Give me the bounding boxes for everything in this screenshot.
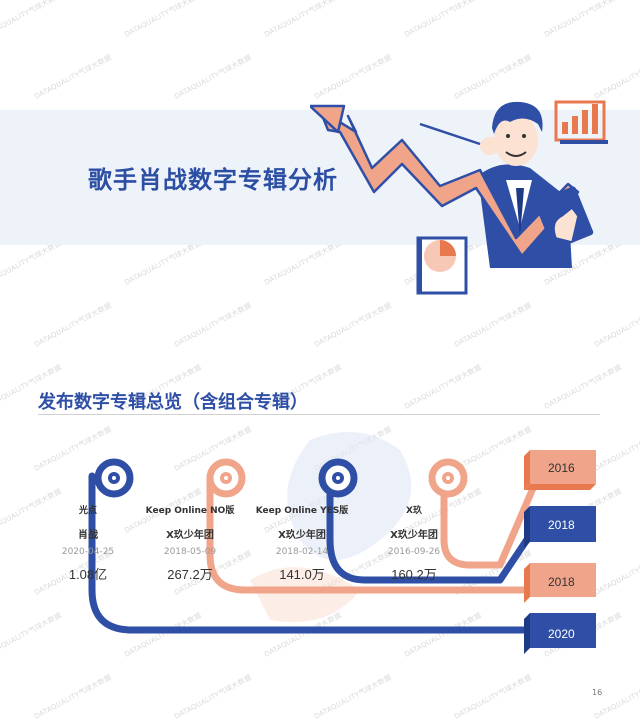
watermark-text: DATAQUALITY气球大数据	[543, 0, 623, 39]
watermark-text: DATAQUALITY气球大数据	[403, 363, 483, 411]
album-release-date: 2016-09-26	[387, 547, 441, 557]
year-label-2018-b: 2018	[548, 575, 575, 589]
year-tag-2016	[524, 450, 596, 490]
album-sales: 1.08亿	[68, 567, 108, 582]
watermark-text: DATAQUALITY气球大数据	[543, 363, 623, 411]
background-splash-2	[250, 567, 360, 622]
watermark-text: DATAQUALITY气球大数据	[173, 53, 253, 101]
watermark-text: DATAQUALITY气球大数据	[593, 301, 640, 349]
watermark-text: DATAQUALITY气球大数据	[123, 0, 203, 39]
album-title: X玖	[406, 506, 422, 516]
bar-chart-icon	[554, 100, 608, 144]
watermark-text: DATAQUALITY气球大数据	[173, 301, 253, 349]
album-sales: 141.0万	[279, 567, 325, 582]
album-artist: X玖少年团	[166, 530, 214, 541]
album-sales: 267.2万	[167, 567, 213, 582]
watermark-text: DATAQUALITY气球大数据	[453, 673, 533, 720]
watermark-text: DATAQUALITY气球大数据	[33, 673, 113, 720]
album-artist: 肖战	[78, 530, 98, 541]
watermark-text: DATAQUALITY气球大数据	[0, 0, 63, 39]
watermark-text: DATAQUALITY气球大数据	[263, 0, 343, 39]
album-artist: X玖少年团	[390, 530, 438, 541]
timeline-line-2018-salmon	[206, 472, 544, 594]
watermark-text: DATAQUALITY气球大数据	[313, 673, 393, 720]
year-label-2016: 2016	[548, 461, 575, 475]
year-tag-2018-blue	[524, 506, 596, 548]
album-title: Keep Online NO版	[145, 506, 235, 516]
ring-icon-2	[206, 458, 246, 498]
year-label-2018-a: 2018	[548, 518, 575, 532]
slide-title: 歌手肖战数字专辑分析	[88, 166, 338, 194]
timeline-line-2016	[440, 468, 544, 569]
album-sales: 160.2万	[391, 567, 437, 582]
album-timeline	[88, 432, 596, 654]
watermark-text: DATAQUALITY气球大数据	[403, 0, 483, 39]
year-tag-2018-salmon	[524, 563, 596, 603]
timeline-line-2018-blue	[326, 472, 544, 584]
businessman-illustration	[310, 100, 608, 295]
timeline-line-2020	[88, 472, 544, 634]
pie-chart-icon	[416, 236, 468, 295]
page-number: 16	[592, 688, 603, 697]
watermark-text: DATAQUALITY气球大数据	[0, 239, 63, 287]
ring-icon-3	[318, 458, 358, 498]
year-label-2020: 2020	[548, 627, 575, 641]
album-title: Keep Online YES版	[255, 506, 349, 516]
album-title: 光点	[78, 506, 97, 516]
watermark-text: DATAQUALITY气球大数据	[33, 53, 113, 101]
album-release-date: 2018-05-09	[163, 547, 217, 557]
ring-icon-1	[94, 458, 134, 498]
watermark-text: DATAQUALITY气球大数据	[313, 301, 393, 349]
watermark-text: DATAQUALITY气球大数据	[173, 673, 253, 720]
year-tag-2020	[524, 613, 596, 654]
ring-icon-4	[428, 458, 468, 498]
section-title: 发布数字专辑总览（含组合专辑）	[38, 392, 308, 413]
album-artist: X玖少年团	[278, 530, 326, 541]
watermark-text: DATAQUALITY气球大数据	[123, 239, 203, 287]
background-splash	[287, 432, 412, 560]
watermark-text: DATAQUALITY气球大数据	[453, 301, 533, 349]
section-divider	[38, 414, 600, 415]
watermark-text: DATAQUALITY气球大数据	[33, 301, 113, 349]
album-release-date: 2018-02-14	[275, 547, 329, 557]
album-release-date: 2020-04-25	[61, 547, 115, 557]
